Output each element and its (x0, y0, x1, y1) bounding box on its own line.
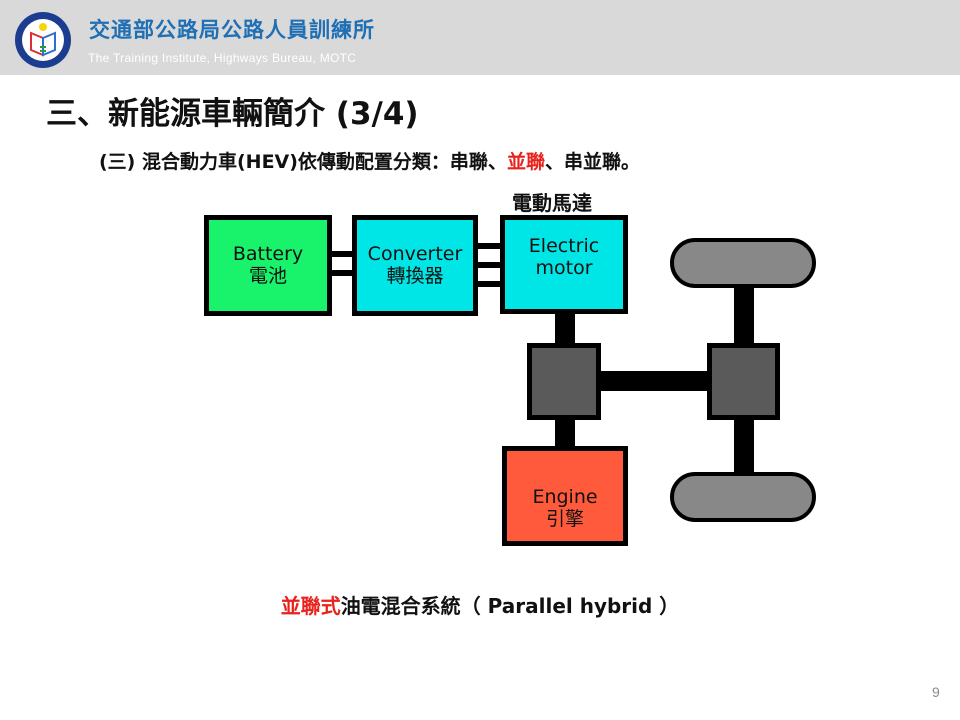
engine-label-en: Engine (532, 486, 598, 509)
caption-highlight: 並聯式 (280, 594, 341, 618)
converter-motor-connector-2 (476, 262, 502, 268)
subtitle-prefix: (三) 混合動力車(HEV)依傳動配置分類：串聯、 (99, 151, 507, 173)
training-institute-emblem-icon (15, 12, 71, 68)
engine-box: Engine 引擎 (502, 446, 628, 546)
battery-converter-connector-lower (330, 270, 354, 276)
converter-motor-connector-1 (476, 243, 502, 249)
rear-axle (734, 418, 754, 474)
rear-wheel (670, 472, 816, 522)
converter-motor-connector-3 (476, 281, 502, 287)
electric-motor-box: Electric motor (500, 215, 628, 314)
organization-name: 交通部公路局公路人員訓練所 (89, 18, 375, 42)
header-banner: 交通部公路局公路人員訓練所 The Training Institute, Hi… (0, 0, 960, 75)
battery-converter-connector-upper (330, 251, 354, 257)
right-differential-box (707, 343, 780, 420)
motor-gear-shaft (555, 312, 575, 346)
gear-engine-shaft (555, 418, 575, 450)
diagram-caption: 並聯式油電混合系統（ Parallel hybrid ） (0, 590, 960, 619)
subtitle-highlight: 並聯 (506, 151, 545, 173)
drive-shaft (599, 371, 709, 391)
left-gear-box (527, 343, 601, 420)
battery-label-en: Battery (232, 242, 304, 265)
battery-box: Battery 電池 (204, 215, 332, 316)
engine-label-cn: 引擎 (545, 508, 584, 531)
front-axle (734, 280, 754, 346)
caption-rest: 油電混合系統（ Parallel hybrid ） (340, 594, 680, 618)
motor-label-line1: Electric (528, 235, 600, 257)
subtitle-suffix: 、串並聯。 (544, 151, 640, 173)
organization-name-english: The Training Institute, Highways Bureau,… (88, 51, 357, 65)
converter-box: Converter 轉換器 (352, 215, 478, 316)
front-wheel (670, 238, 816, 288)
motor-label-line2: motor (535, 256, 593, 279)
electric-motor-chinese-label: 電動馬達 (512, 191, 592, 215)
battery-label-cn: 電池 (248, 264, 287, 287)
page-number: 9 (932, 684, 940, 700)
slide-title: 三、新能源車輛簡介 (3/4) (46, 96, 419, 132)
slide-subtitle: (三) 混合動力車(HEV)依傳動配置分類：串聯、並聯、串並聯。 (99, 147, 640, 174)
converter-label-cn: 轉換器 (386, 264, 444, 287)
converter-label-en: Converter (367, 242, 463, 265)
